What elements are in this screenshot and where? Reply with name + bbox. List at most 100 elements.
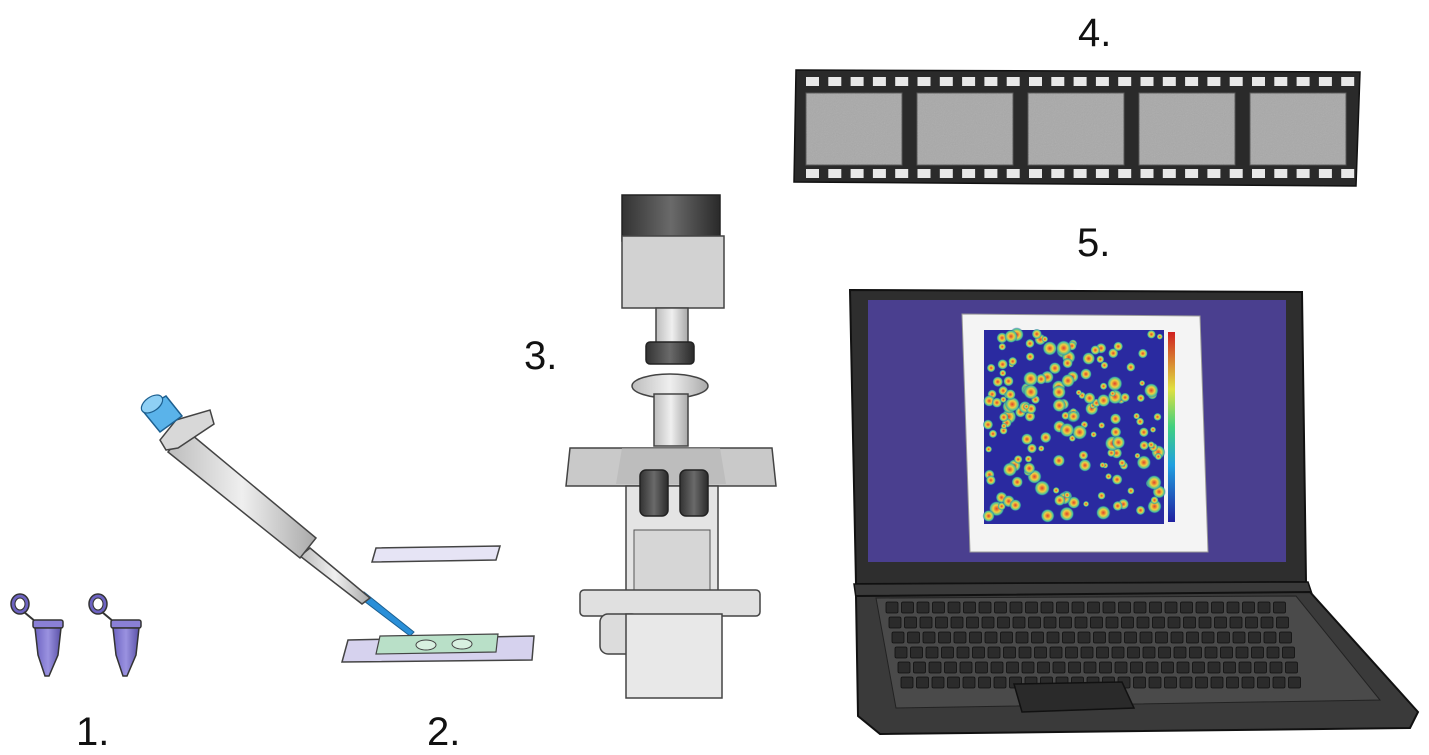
heatmap-cell — [1146, 474, 1162, 491]
step-label-1: 1. — [76, 710, 110, 754]
heatmap-cell — [1109, 413, 1122, 425]
key — [1251, 646, 1264, 659]
sprocket-hole — [962, 77, 976, 86]
heatmap-cell — [1133, 412, 1141, 420]
heatmap-cell — [1071, 424, 1088, 440]
sprocket-hole — [962, 169, 976, 178]
sprocket-hole — [1118, 77, 1132, 86]
microscope-slide — [341, 633, 535, 663]
key — [1114, 661, 1128, 674]
key — [1161, 661, 1174, 674]
microscope-icon — [565, 194, 777, 699]
key — [1273, 601, 1286, 614]
key — [922, 631, 936, 644]
key — [916, 601, 930, 614]
sprocket-hole — [1051, 169, 1065, 178]
key — [900, 676, 914, 689]
key — [953, 631, 967, 644]
heatmap-cell — [1137, 348, 1148, 359]
key — [1179, 676, 1193, 689]
microcentrifuge-tube-icon — [10, 593, 64, 677]
key — [1195, 601, 1209, 614]
film-frame-texture — [1028, 93, 1124, 165]
heatmap-cell — [1136, 455, 1152, 470]
heatmap-cell — [1062, 357, 1074, 369]
key — [959, 661, 973, 674]
sprocket-hole — [1073, 169, 1087, 178]
key — [1272, 676, 1286, 689]
key — [1192, 661, 1205, 674]
heatmap-cell — [1052, 454, 1066, 467]
microcentrifuge-tube-icon — [88, 593, 142, 677]
sprocket-hole — [984, 77, 998, 86]
heatmap-cell — [1048, 361, 1062, 375]
key — [1260, 616, 1274, 629]
heatmap-cell — [1097, 491, 1106, 500]
key — [1173, 646, 1187, 659]
heatmap-cell — [1127, 487, 1135, 495]
heatmap-cell — [1034, 480, 1051, 497]
key — [997, 616, 1010, 629]
heatmap-cell — [1136, 393, 1146, 403]
sprocket-hole — [1207, 77, 1221, 86]
key — [947, 601, 961, 614]
heatmap-cell — [1138, 427, 1149, 438]
key — [1068, 661, 1081, 674]
heatmap-cell — [1100, 361, 1109, 370]
heatmap-cell — [1051, 385, 1067, 400]
key — [1139, 631, 1153, 644]
sprocket-hole — [1229, 77, 1243, 86]
heatmap-cell — [1026, 443, 1038, 454]
sprocket-hole — [806, 169, 819, 178]
key — [1223, 661, 1236, 674]
key — [1121, 616, 1134, 629]
heatmap-cell — [985, 445, 993, 453]
sprocket-hole — [1252, 77, 1265, 86]
key — [1226, 676, 1239, 689]
heatmap-cell — [1061, 373, 1075, 388]
heatmap-cell — [1113, 341, 1124, 352]
heatmap-cell — [1082, 351, 1096, 366]
key — [907, 631, 920, 644]
key — [901, 601, 914, 614]
heatmap-cell — [985, 475, 997, 486]
key — [1108, 631, 1122, 644]
heatmap-plot — [961, 313, 1209, 553]
heatmap-cell — [1009, 499, 1022, 512]
key — [1083, 661, 1097, 674]
heatmap-cell — [1105, 473, 1112, 480]
key — [891, 631, 905, 644]
heatmap-cell — [997, 358, 1009, 370]
key — [1111, 646, 1125, 659]
key — [947, 676, 960, 689]
key — [1096, 646, 1109, 659]
key — [1226, 601, 1240, 614]
key — [1025, 601, 1038, 614]
colorbar — [1168, 332, 1175, 522]
heatmap-cell — [1024, 455, 1033, 463]
key — [1142, 646, 1156, 659]
sprocket-hole — [1296, 77, 1310, 86]
heatmap-cell — [1109, 390, 1116, 397]
sprocket-hole — [1207, 169, 1221, 178]
key — [1043, 616, 1057, 629]
key — [1012, 616, 1026, 629]
heatmap-cell — [1023, 403, 1030, 410]
film-frames — [805, 92, 1347, 166]
key — [885, 601, 899, 614]
key — [1145, 661, 1159, 674]
heatmap-cell — [992, 376, 1004, 388]
sprocket-hole — [1118, 169, 1132, 178]
heatmap-cell — [1020, 433, 1034, 446]
heatmap-cell — [1107, 375, 1123, 392]
heatmap-cell — [1023, 462, 1036, 475]
heatmap-cell — [1146, 329, 1156, 339]
sprocket-hole — [828, 77, 842, 86]
step-label-5: 5. — [1077, 221, 1111, 265]
key — [1210, 676, 1224, 689]
film-frame-texture — [917, 93, 1013, 165]
sprocket-hole — [1006, 77, 1020, 86]
heatmap-cell — [982, 509, 995, 523]
key — [984, 631, 998, 644]
